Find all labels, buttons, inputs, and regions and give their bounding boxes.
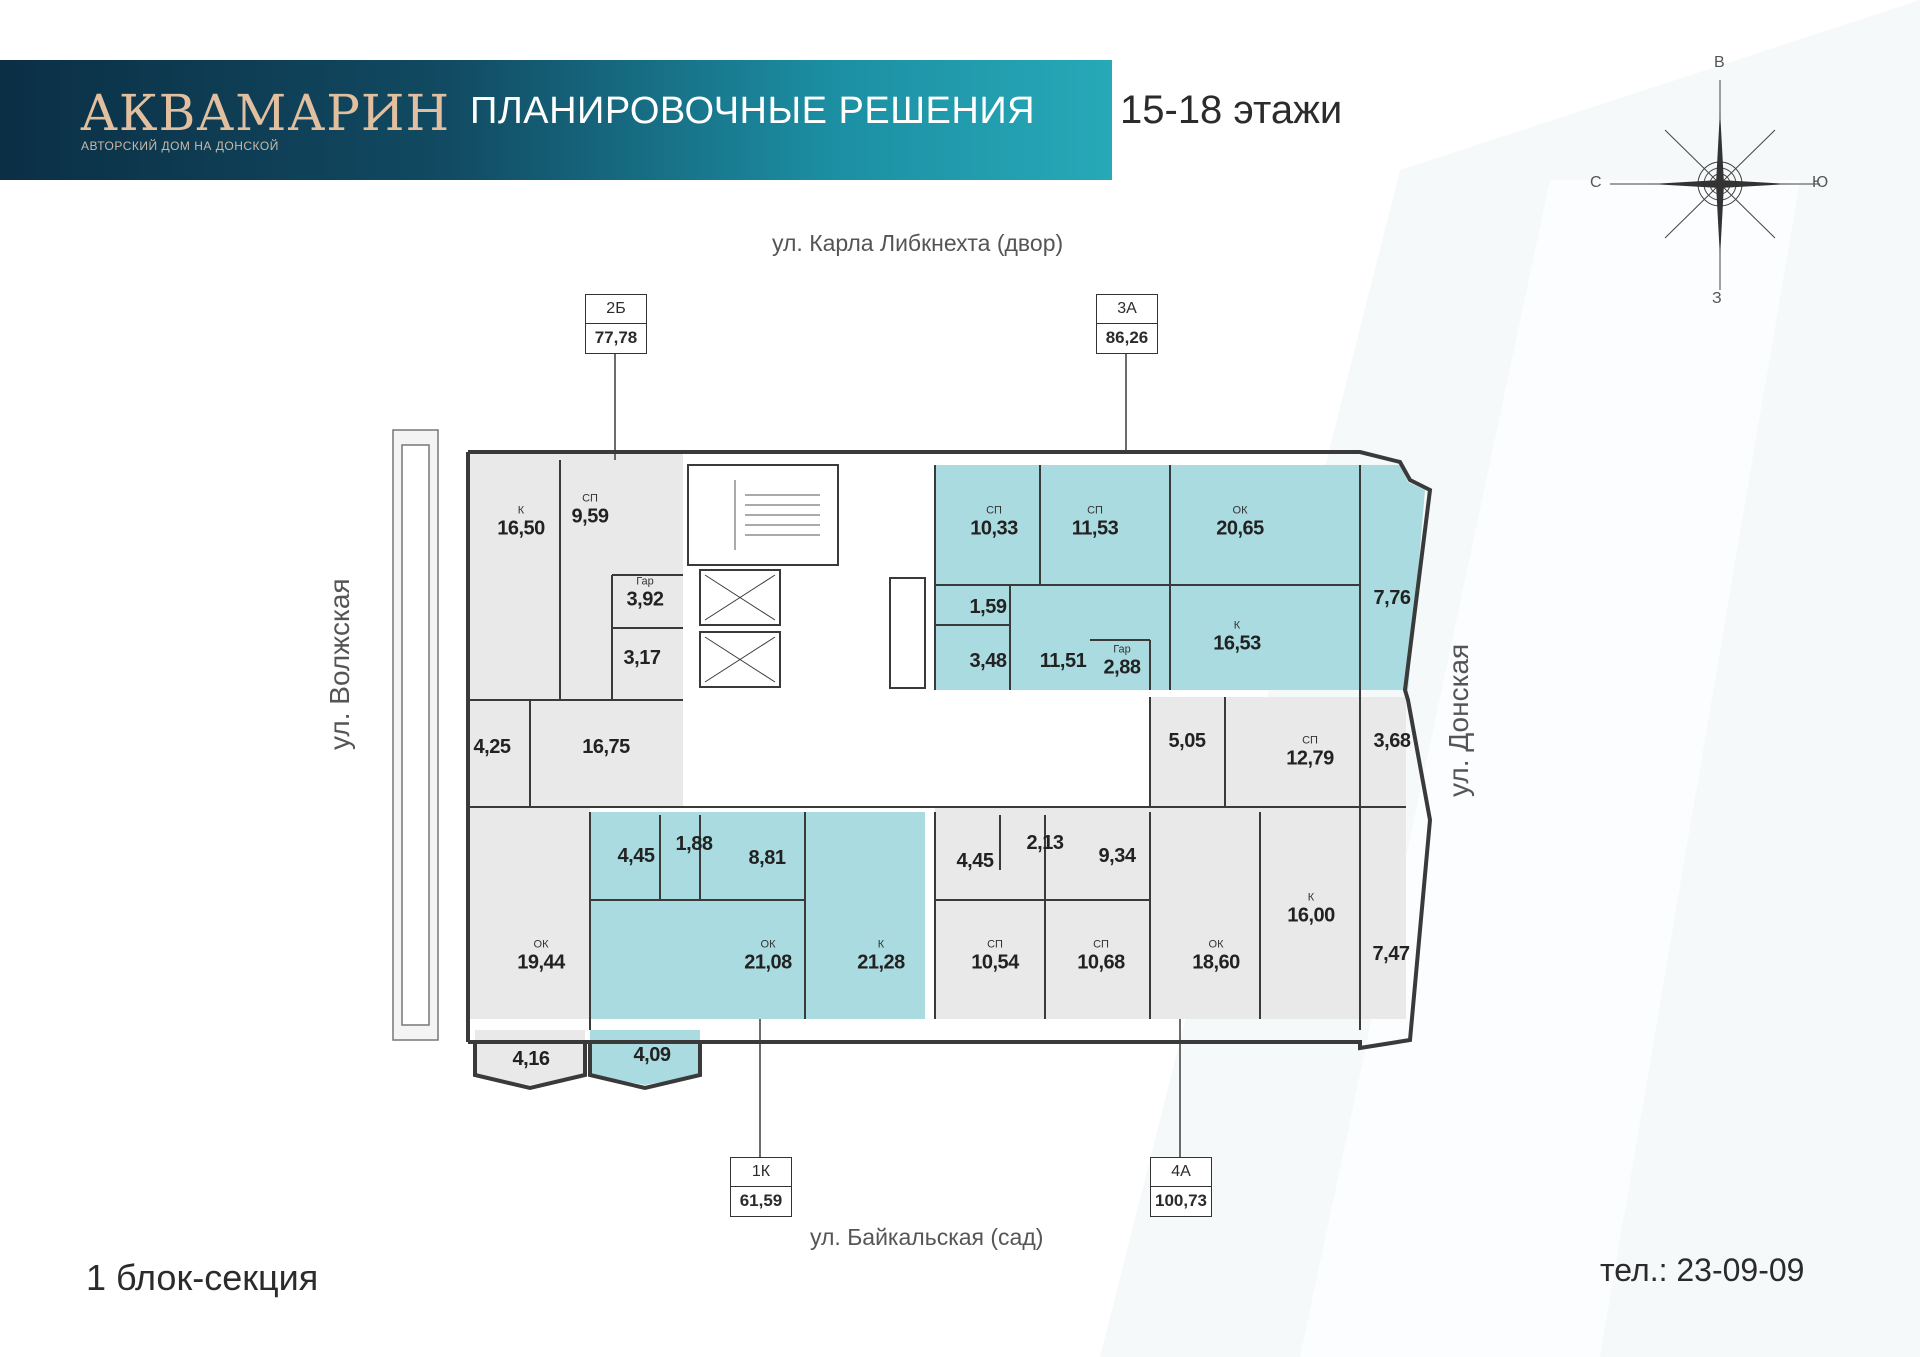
- room-label: 3,68: [1373, 730, 1411, 752]
- apartment-type: 1К: [731, 1158, 791, 1187]
- room-label: 4,45: [617, 845, 655, 867]
- room-label: 2,13: [1026, 832, 1064, 854]
- room-label: 16,75: [582, 736, 630, 758]
- adjacent-building-outline: [392, 429, 439, 1041]
- compass-south-label: З: [1712, 290, 1722, 307]
- street-label-top: ул. Карла Либкнехта (двор): [772, 230, 1064, 256]
- room-label: 5,05: [1168, 730, 1206, 752]
- apartment-type: 3А: [1097, 295, 1157, 324]
- building-core: [687, 464, 926, 689]
- room-label: 4,16: [512, 1048, 550, 1070]
- compass-east-label: Ю: [1812, 174, 1829, 191]
- room-label: 1,88: [675, 833, 713, 855]
- room-label: 3,48: [969, 650, 1007, 672]
- brand-logo-subtitle: АВТОРСКИЙ ДОМ НА ДОНСКОЙ: [81, 139, 279, 153]
- room-label: 9,34: [1098, 845, 1136, 867]
- floors-label: 15-18 этажи: [1120, 88, 1343, 132]
- staircase: [734, 480, 820, 550]
- street-label-bottom: ул. Байкальская (сад): [810, 1224, 1044, 1250]
- apartment-area: 86,26: [1105, 328, 1149, 347]
- apartment-type: 4А: [1151, 1158, 1211, 1187]
- apartment-area: 77,78: [594, 328, 638, 347]
- room-label: 8,81: [748, 847, 786, 869]
- room-label: 1,59: [969, 596, 1007, 618]
- page-title: ПЛАНИРОВОЧНЫЕ РЕШЕНИЯ: [470, 90, 1036, 132]
- apartment-fill-teal: [590, 465, 1425, 1085]
- room-label: 4,25: [473, 736, 511, 758]
- apartment-fill-grey: [468, 452, 1406, 1085]
- block-section-label: 1 блок-секция: [86, 1257, 319, 1298]
- compass-west-label: С: [1590, 174, 1602, 191]
- compass-star-icon: [1610, 80, 1820, 290]
- apartment-tag-2b[interactable]: 2Б 77,78: [585, 294, 647, 354]
- compass-rose: В С Ю З: [1590, 50, 1830, 310]
- room-label: 11,51: [1039, 650, 1087, 672]
- room-label: 4,09: [633, 1044, 671, 1066]
- apartment-area: 61,59: [739, 1191, 783, 1210]
- brand-logo-name: АКВАМАРИН: [80, 84, 451, 142]
- tag-leader-lines: [614, 352, 1181, 1157]
- apartment-type: 2Б: [586, 295, 646, 324]
- phone-number[interactable]: тел.: 23-09-09: [1600, 1252, 1805, 1288]
- compass-north-label: В: [1714, 54, 1725, 71]
- apartment-area: 100,73: [1155, 1191, 1207, 1210]
- exterior-walls: [466, 450, 1433, 1091]
- room-label: 7,47: [1372, 943, 1410, 965]
- header-band: [0, 60, 1112, 180]
- interior-walls: [468, 460, 1406, 1030]
- room-label: 4,45: [956, 850, 994, 872]
- apartment-tag-1k[interactable]: 1К 61,59: [730, 1157, 792, 1217]
- apartment-tag-3a[interactable]: 3А 86,26: [1096, 294, 1158, 354]
- elevator-shafts: [704, 574, 776, 683]
- apartment-tag-4a[interactable]: 4А 100,73: [1150, 1157, 1212, 1217]
- room-label: 7,76: [1373, 587, 1411, 609]
- room-label: 3,17: [623, 647, 661, 669]
